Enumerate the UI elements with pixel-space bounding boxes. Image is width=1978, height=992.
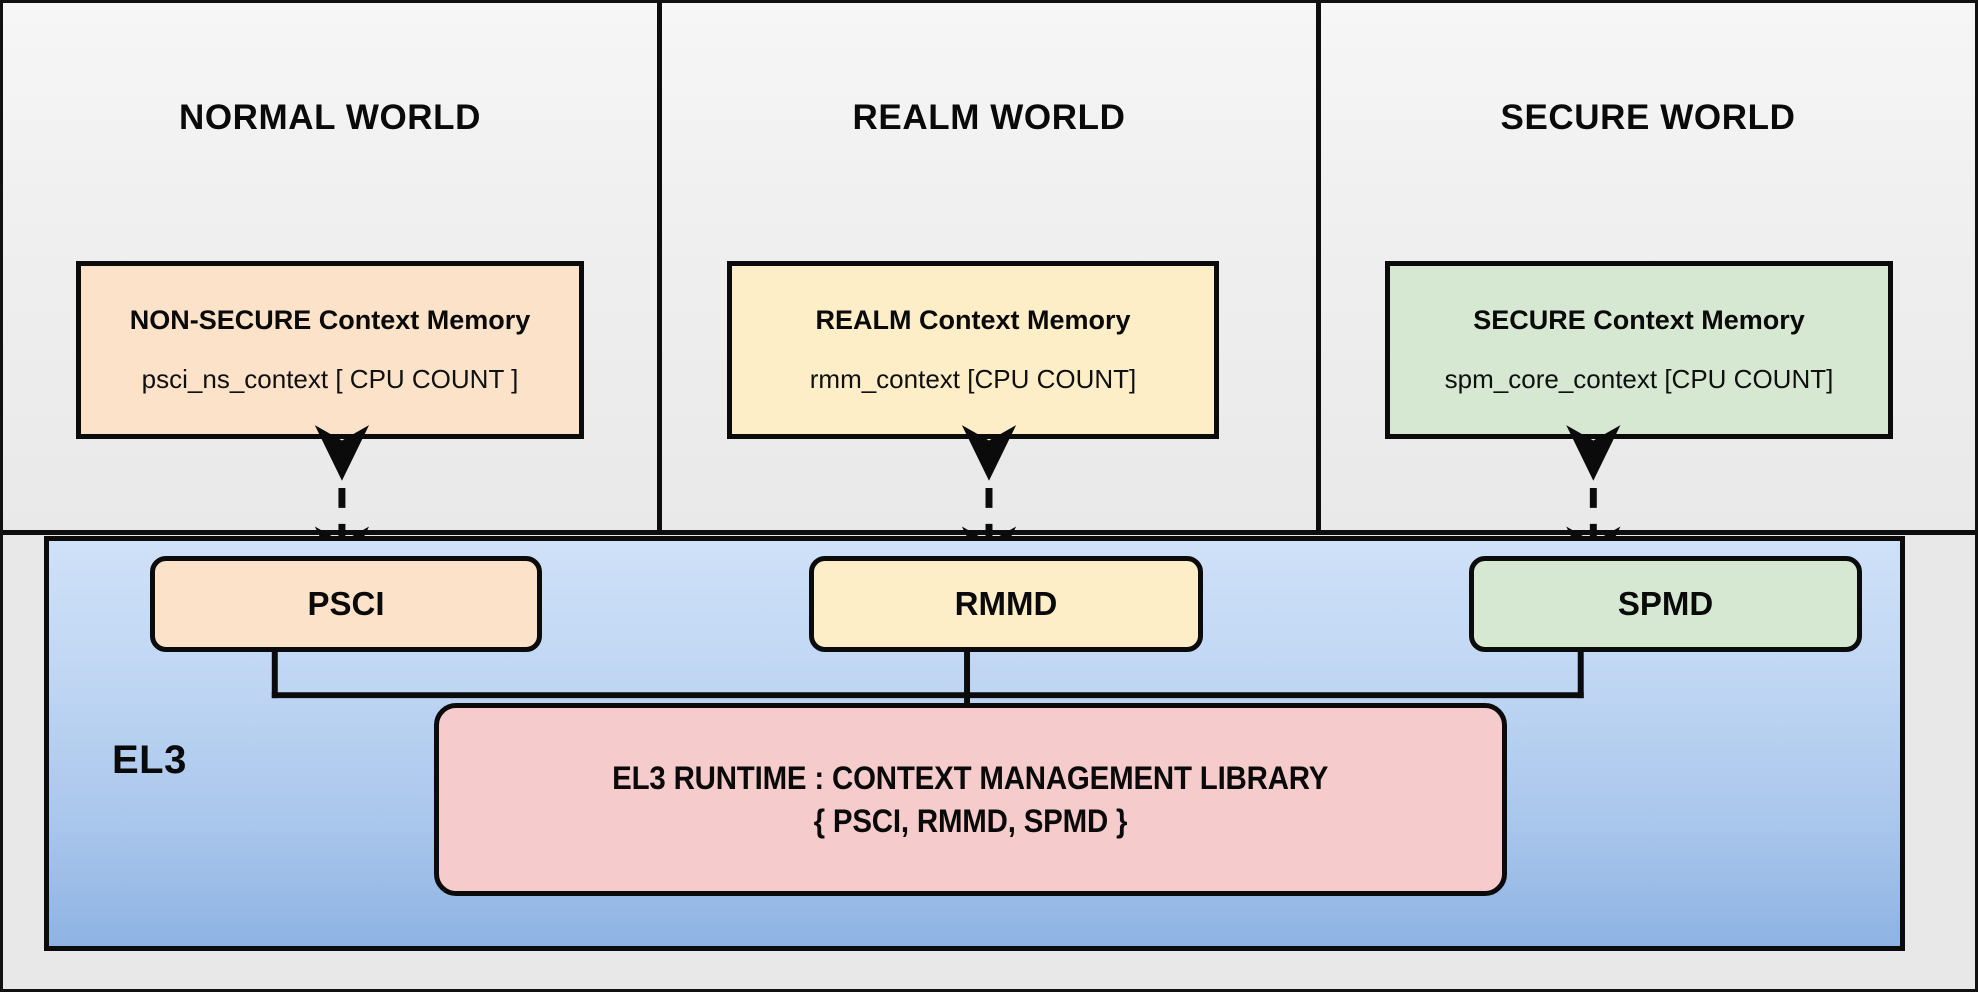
world-title-secure: SECURE WORLD [1500,98,1796,137]
context-memory-symbol-non-secure: psci_ns_context [ CPU COUNT ] [141,364,519,394]
context-memory-box-secure: SECURE Context Memory spm_core_context [… [1385,261,1893,439]
context-memory-symbol-secure: spm_core_context [CPU COUNT] [1444,364,1834,394]
context-memory-box-realm: REALM Context Memory rmm_context [CPU CO… [727,261,1219,439]
el3-runtime-line-1: EL3 RUNTIME : CONTEXT MANAGEMENT LIBRARY [612,760,1329,797]
world-title-realm: REALM WORLD [852,98,1126,137]
el3-panel: EL3 PSCI RMMD SPMD EL3 RUNTIME : CONTEXT… [44,536,1905,951]
dispatcher-box-psci[interactable]: PSCI [150,556,542,652]
world-column-realm: REALM WORLD REALM Context Memory rmm_con… [657,3,1316,530]
world-title-normal: NORMAL WORLD [178,98,482,137]
dispatcher-box-rmmd[interactable]: RMMD [809,556,1203,652]
world-column-normal: NORMAL WORLD NON-SECURE Context Memory p… [3,3,657,530]
context-memory-title-non-secure: NON-SECURE Context Memory [129,305,531,335]
dispatcher-label-rmmd: RMMD [954,585,1058,622]
context-memory-title-secure: SECURE Context Memory [1473,305,1805,335]
el3-label: EL3 [112,738,187,782]
context-memory-title-realm: REALM Context Memory [815,305,1131,335]
context-memory-symbol-realm: rmm_context [CPU COUNT] [809,364,1137,394]
dispatcher-label-psci: PSCI [307,585,385,622]
dispatcher-label-spmd: SPMD [1617,585,1714,622]
el3-runtime-line-2: { PSCI, RMMD, SPMD } [813,802,1128,839]
worlds-strip: NORMAL WORLD NON-SECURE Context Memory p… [3,3,1975,535]
dispatcher-box-spmd[interactable]: SPMD [1469,556,1862,652]
el3-runtime-library-box[interactable]: EL3 RUNTIME : CONTEXT MANAGEMENT LIBRARY… [434,703,1507,896]
context-memory-box-non-secure: NON-SECURE Context Memory psci_ns_contex… [76,261,584,439]
world-column-secure: SECURE WORLD SECURE Context Memory spm_c… [1316,3,1975,530]
